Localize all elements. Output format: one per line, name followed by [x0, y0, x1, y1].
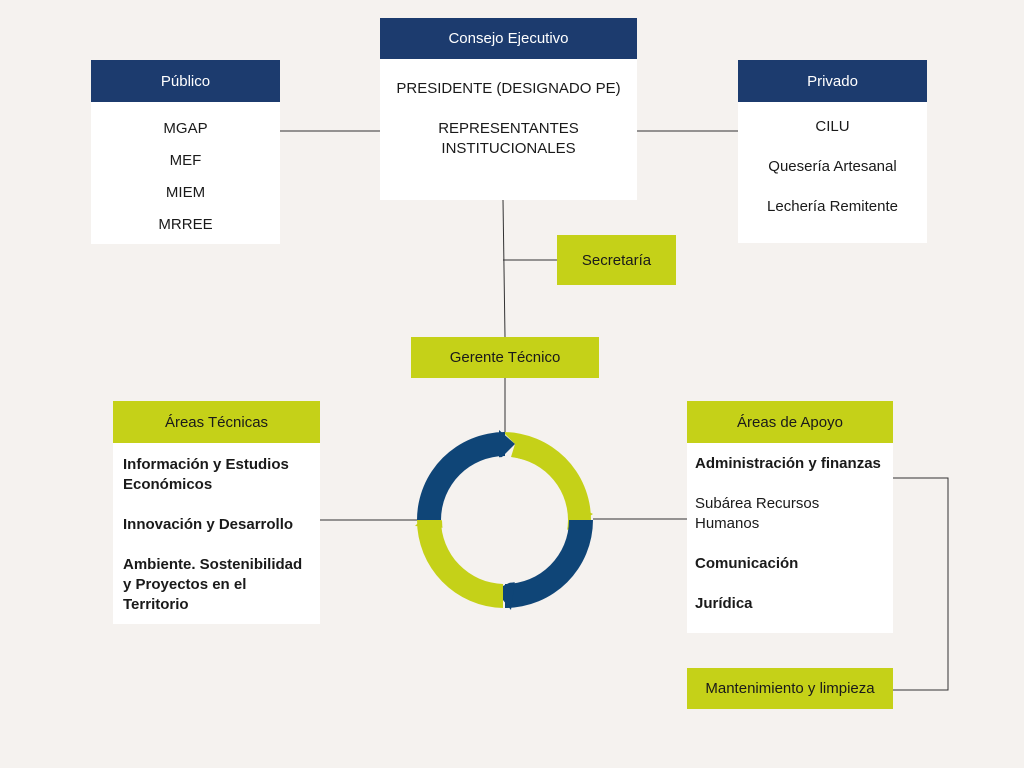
- mantenimiento-box: Mantenimiento y limpieza: [687, 668, 893, 709]
- consejo-list: PRESIDENTE (DESIGNADO PE) REPRESENTANTES…: [380, 59, 637, 159]
- areas-apoyo-list: Administración y finanzas Subárea Recurs…: [687, 443, 893, 614]
- publico-header: Público: [91, 60, 280, 102]
- publico-item: MGAP: [163, 120, 208, 137]
- consejo-item: REPRESENTANTES INSTITUCIONALES: [438, 120, 579, 157]
- privado-header: Privado: [738, 60, 927, 102]
- publico-item: MIEM: [165, 184, 206, 201]
- gerente-box: Gerente Técnico: [411, 337, 599, 378]
- areas-apoyo-card: Áreas de Apoyo Administración y finanzas…: [687, 401, 893, 633]
- privado-item: Lechería Remitente: [767, 198, 898, 215]
- areas-tecnicas-item: Ambiente. Sostenibilidad y Proyectos en …: [123, 556, 303, 613]
- secretaria-box: Secretaría: [557, 235, 676, 285]
- areas-apoyo-item: Jurídica: [695, 595, 753, 612]
- areas-apoyo-item: Comunicación: [695, 555, 799, 572]
- areas-tecnicas-card: Áreas Técnicas Información y Estudios Ec…: [113, 401, 320, 624]
- cycle-arrow-navy-top: [417, 432, 505, 520]
- connector-apoyo-mantenimiento: [893, 477, 949, 691]
- cycle-arrow-green-bottom: [417, 520, 503, 608]
- privado-item: CILU: [815, 118, 850, 135]
- publico-item: MEF: [169, 152, 202, 169]
- cycle-center: [442, 457, 568, 583]
- privado-list: CILU Quesería Artesanal Lechería Remiten…: [738, 102, 927, 218]
- areas-apoyo-item: Administración y finanzas: [695, 455, 881, 472]
- cycle-arrow-navy-bottom: [505, 520, 593, 608]
- areas-tecnicas-item: Información y Estudios Económicos: [123, 456, 289, 493]
- circular-arrows-icon: [415, 430, 593, 610]
- publico-item: MRREE: [158, 216, 213, 233]
- areas-tecnicas-header: Áreas Técnicas: [113, 401, 320, 443]
- areas-tecnicas-item: Innovación y Desarrollo: [123, 516, 294, 533]
- privado-item: Quesería Artesanal: [768, 158, 897, 175]
- consejo-header: Consejo Ejecutivo: [380, 18, 637, 59]
- publico-card: Público MGAP MEF MIEM MRREE: [91, 60, 280, 244]
- publico-list: MGAP MEF MIEM MRREE: [91, 102, 280, 236]
- consejo-card: Consejo Ejecutivo PRESIDENTE (DESIGNADO …: [380, 18, 637, 200]
- connector-consejo-gerente: [502, 199, 506, 338]
- areas-apoyo-header: Áreas de Apoyo: [687, 401, 893, 443]
- consejo-item: PRESIDENTE (DESIGNADO PE): [396, 80, 621, 97]
- areas-tecnicas-list: Información y Estudios Económicos Innova…: [113, 443, 320, 615]
- areas-apoyo-item: Subárea Recursos Humanos: [695, 495, 820, 532]
- cycle-arrow-navy-top-head: [499, 430, 515, 460]
- privado-card: Privado CILU Quesería Artesanal Lechería…: [738, 60, 927, 243]
- cycle-arrow-green-top: [503, 432, 591, 520]
